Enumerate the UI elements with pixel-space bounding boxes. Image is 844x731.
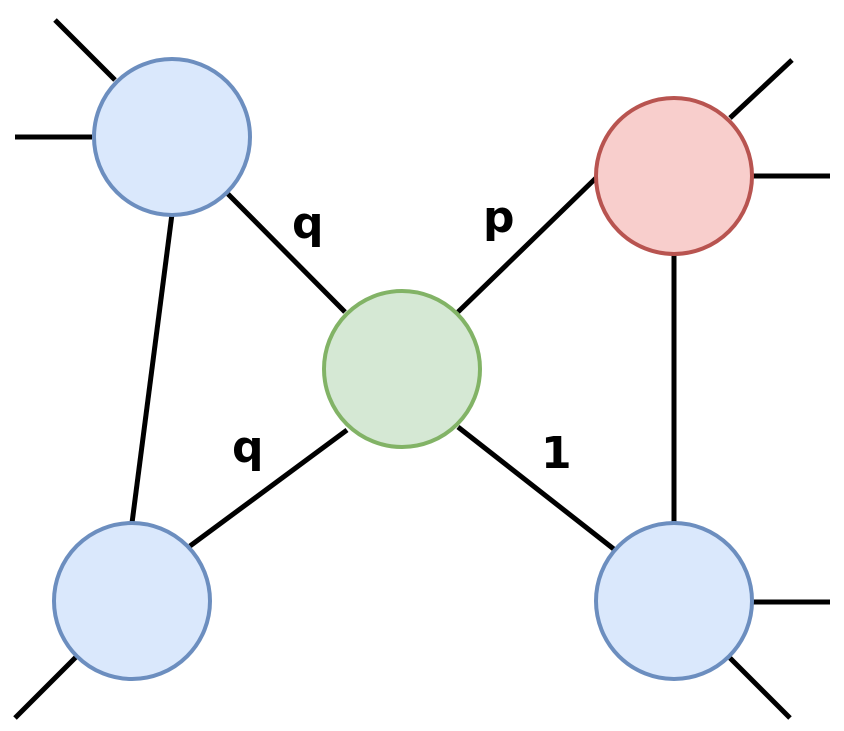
edge-labels: q p q 1 — [232, 192, 572, 479]
stub-edge-top-right-1 — [728, 58, 794, 120]
edge-label-top-left: q — [292, 198, 324, 249]
edge-label-bottom-right: 1 — [541, 428, 572, 479]
main-edges — [129, 174, 677, 552]
stub-edge-top-left-1 — [53, 18, 117, 82]
edge-label-bottom-left: q — [232, 422, 264, 473]
nodes — [52, 57, 754, 681]
edge-label-top-right: p — [483, 192, 515, 243]
node-bottom-right — [594, 521, 754, 681]
edge-bottom-left-center — [188, 427, 349, 549]
node-top-right — [594, 96, 754, 256]
node-center — [322, 289, 482, 449]
stub-edge-bottom-right-2 — [728, 656, 792, 720]
edge-bottom-right-center — [456, 425, 617, 552]
node-top-left — [92, 57, 252, 217]
edge-top-left-bottom-left — [129, 213, 175, 524]
stub-edges — [13, 18, 830, 720]
edge-top-left-center — [226, 192, 347, 314]
edge-top-right-center — [456, 174, 600, 314]
stub-edge-bottom-left — [13, 653, 80, 720]
node-bottom-left — [52, 521, 212, 681]
